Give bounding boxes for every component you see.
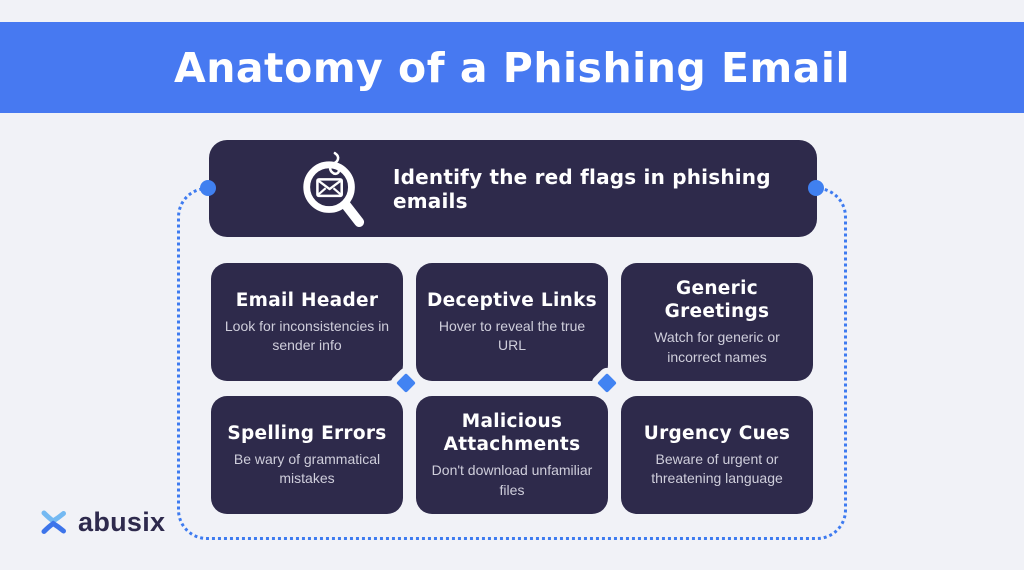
card-title: Malicious Attachments [443, 411, 581, 456]
connector-node-right [808, 180, 824, 196]
card-email-header: Email Header Look for inconsistencies in… [211, 263, 403, 381]
abusix-x-logo-icon [38, 506, 70, 538]
intro-card: Identify the red flags in phishing email… [209, 140, 817, 237]
brand-logo: abusix [38, 506, 165, 538]
card-title: Email Header [235, 289, 379, 311]
card-malicious-attachments: Malicious Attachments Don't download unf… [416, 396, 608, 514]
card-description: Hover to reveal the true URL [438, 317, 586, 354]
card-deceptive-links: Deceptive Links Hover to reveal the true… [416, 263, 608, 381]
card-description: Be wary of grammatical mistakes [233, 450, 381, 487]
card-description: Look for inconsistencies in sender info [224, 317, 390, 354]
card-title: Generic Greetings [664, 278, 770, 323]
page-title: Anatomy of a Phishing Email [173, 43, 851, 92]
magnifier-envelope-hook-icon [297, 150, 367, 236]
card-title: Deceptive Links [426, 289, 597, 311]
brand-name: abusix [78, 506, 166, 537]
card-generic-greetings: Generic Greetings Watch for generic or i… [621, 263, 813, 381]
card-title: Spelling Errors [227, 422, 387, 444]
card-description: Beware of urgent or threatening language [651, 450, 783, 487]
header-banner: Anatomy of a Phishing Email [0, 22, 1024, 113]
intro-card-text: Identify the red flags in phishing email… [393, 164, 771, 213]
card-description: Watch for generic or incorrect names [654, 329, 780, 365]
red-flag-cards-grid: Email Header Look for inconsistencies in… [211, 263, 813, 514]
card-title: Urgency Cues [643, 422, 791, 444]
card-spelling-errors: Spelling Errors Be wary of grammatical m… [211, 396, 403, 514]
card-urgency-cues: Urgency Cues Beware of urgent or threate… [621, 396, 813, 514]
connector-node-left [200, 180, 216, 196]
card-description: Don't download unfamiliar files [431, 462, 593, 498]
